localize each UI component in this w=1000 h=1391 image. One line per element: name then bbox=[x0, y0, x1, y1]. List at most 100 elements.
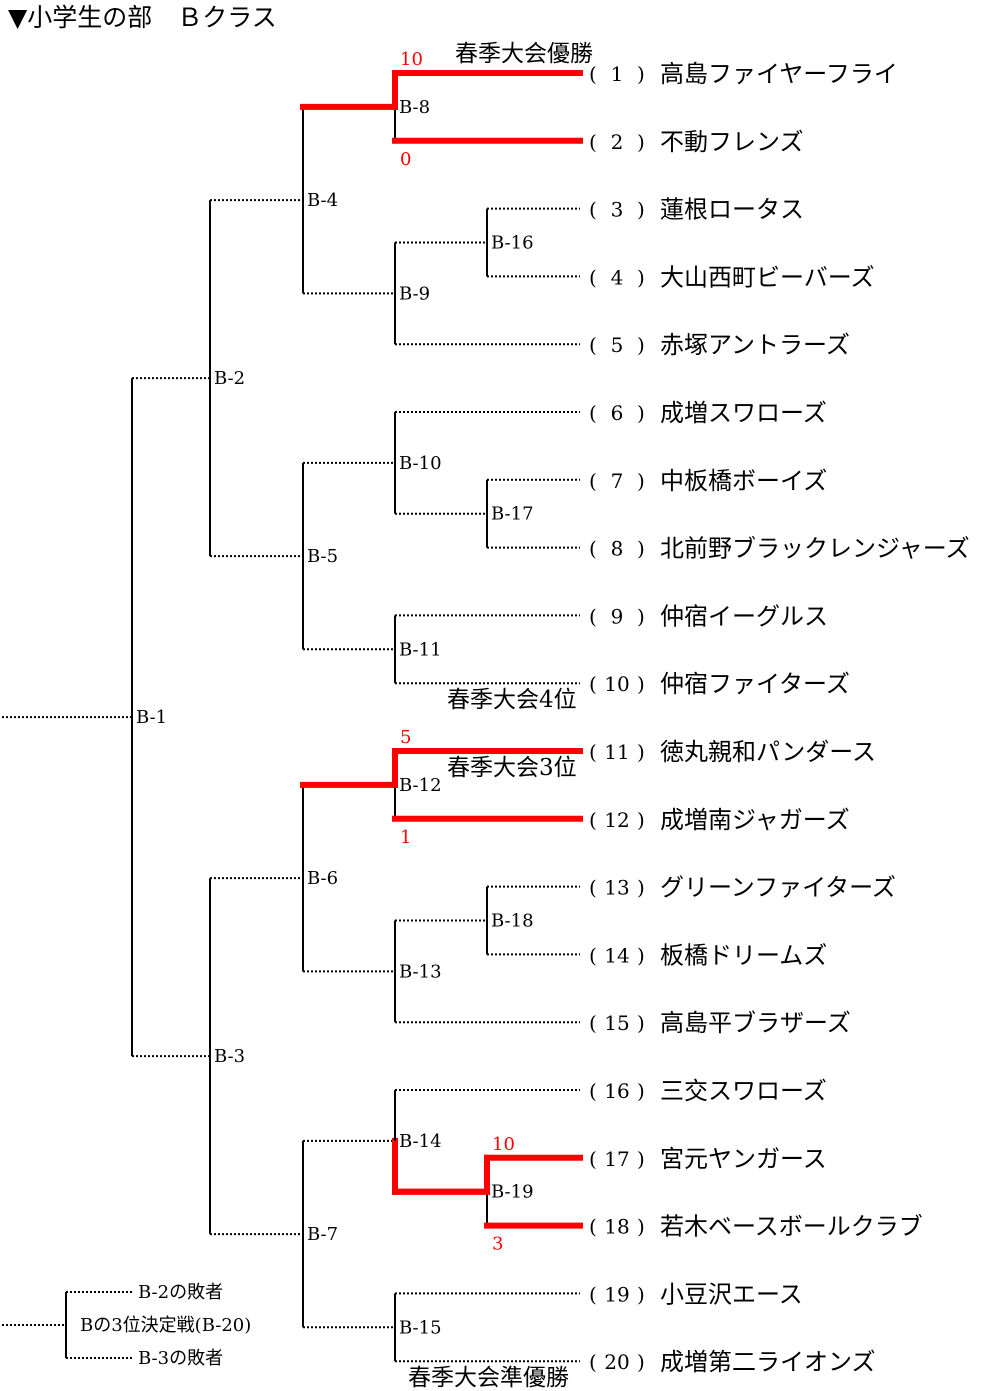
match-label: B-4 bbox=[307, 190, 338, 211]
seed-paren: ( bbox=[589, 1282, 597, 1306]
match-label: B-1 bbox=[136, 707, 167, 728]
seed-paren: ( bbox=[589, 1011, 597, 1035]
score-winner: 10 bbox=[492, 1134, 515, 1155]
seed-paren: ) bbox=[637, 876, 645, 900]
seed-paren: ) bbox=[637, 604, 645, 628]
team-seed: 11 bbox=[604, 740, 629, 764]
team-name: 仲宿イーグルス bbox=[660, 602, 828, 630]
seed-paren: ) bbox=[637, 740, 645, 764]
team-seed: 5 bbox=[611, 333, 624, 357]
match-label: B-14 bbox=[399, 1131, 442, 1152]
team-seed: 2 bbox=[611, 130, 624, 154]
team-seed: 9 bbox=[611, 604, 624, 628]
team-name: 若木ベースボールクラブ bbox=[660, 1213, 923, 1241]
team-seed: 3 bbox=[611, 198, 624, 222]
bracket-title: ▼小学生の部 Ｂクラス bbox=[8, 3, 277, 32]
seed-paren: ( bbox=[589, 130, 597, 154]
match-label: B-9 bbox=[399, 283, 430, 304]
team-seed: 20 bbox=[604, 1350, 629, 1374]
match-label: B-6 bbox=[307, 868, 338, 889]
match-label: B-16 bbox=[491, 233, 534, 254]
seed-paren: ( bbox=[589, 943, 597, 967]
match-label: B-7 bbox=[307, 1224, 338, 1245]
award-label: 春季大会3位 bbox=[447, 755, 577, 781]
team-seed: 17 bbox=[604, 1147, 629, 1171]
seed-paren: ) bbox=[637, 1147, 645, 1171]
team-name: 小豆沢エース bbox=[660, 1280, 803, 1308]
match-label: B-18 bbox=[491, 911, 534, 932]
seed-paren: ) bbox=[637, 62, 645, 86]
team-seed: 4 bbox=[611, 265, 624, 289]
team-seed: 15 bbox=[604, 1011, 629, 1035]
team-name: 北前野ブラックレンジャーズ bbox=[660, 535, 970, 563]
team-seed: 1 bbox=[611, 62, 624, 86]
seed-paren: ) bbox=[637, 401, 645, 425]
seed-paren: ( bbox=[589, 876, 597, 900]
seed-paren: ) bbox=[637, 1350, 645, 1374]
match-label: B-19 bbox=[491, 1182, 534, 1203]
match-label: B-12 bbox=[399, 775, 442, 796]
score-winner: 10 bbox=[400, 49, 423, 70]
award-label: 春季大会優勝 bbox=[455, 41, 593, 67]
seed-paren: ( bbox=[589, 1350, 597, 1374]
team-name: 高島平ブラザーズ bbox=[660, 1009, 851, 1037]
match-label: B-10 bbox=[399, 453, 442, 474]
match-label: B-2 bbox=[214, 368, 245, 389]
seed-paren: ( bbox=[589, 265, 597, 289]
seed-paren: ( bbox=[589, 1147, 597, 1171]
seed-paren: ( bbox=[589, 604, 597, 628]
team-seed: 6 bbox=[611, 401, 624, 425]
bracket-lines bbox=[2, 70, 583, 1363]
team-seed: 18 bbox=[604, 1215, 629, 1239]
seed-paren: ) bbox=[637, 1011, 645, 1035]
team-name: 仲宿ファイターズ bbox=[660, 670, 850, 698]
seed-paren: ( bbox=[589, 198, 597, 222]
team-seed: 14 bbox=[604, 943, 629, 967]
match-label: B-11 bbox=[399, 639, 442, 660]
match-label: B-17 bbox=[491, 504, 534, 525]
score-loser: 1 bbox=[400, 827, 411, 848]
bronze-top-label: B-2の敗者 bbox=[138, 1282, 223, 1303]
score-loser: 3 bbox=[492, 1234, 503, 1255]
team-name: 高島ファイヤーフライ bbox=[660, 60, 898, 88]
seed-paren: ) bbox=[637, 943, 645, 967]
team-seed: 8 bbox=[611, 537, 624, 561]
match-label: B-3 bbox=[214, 1046, 245, 1067]
score-loser: 0 bbox=[400, 149, 411, 170]
award-label: 春季大会4位 bbox=[447, 687, 577, 713]
team-seed: 10 bbox=[604, 672, 629, 696]
seed-paren: ( bbox=[589, 808, 597, 832]
team-name: 成増スワローズ bbox=[660, 399, 827, 427]
seed-paren: ) bbox=[637, 1282, 645, 1306]
seed-paren: ) bbox=[637, 1215, 645, 1239]
seed-paren: ( bbox=[589, 672, 597, 696]
seed-paren: ( bbox=[589, 469, 597, 493]
team-name: 三交スワローズ bbox=[660, 1077, 827, 1105]
seed-paren: ) bbox=[637, 469, 645, 493]
team-name: 成増南ジャガーズ bbox=[660, 806, 850, 834]
team-name: グリーンファイターズ bbox=[660, 874, 896, 902]
bracket-labels: B-1B-2B-3B-4B-5B-6B-7B-8100B-9B-10B-11B-… bbox=[80, 41, 970, 1391]
team-name: 宮元ヤンガース bbox=[660, 1145, 827, 1173]
team-seed: 19 bbox=[604, 1282, 629, 1306]
team-name: 成増第二ライオンズ bbox=[660, 1348, 876, 1376]
award-label: 春季大会準優勝 bbox=[408, 1365, 569, 1391]
team-name: 中板橋ボーイズ bbox=[660, 467, 827, 495]
seed-paren: ) bbox=[637, 672, 645, 696]
seed-paren: ) bbox=[637, 808, 645, 832]
team-name: 徳丸親和パンダース bbox=[660, 738, 876, 766]
seed-paren: ) bbox=[637, 198, 645, 222]
seed-paren: ( bbox=[589, 62, 597, 86]
match-label: B-5 bbox=[307, 546, 338, 567]
seed-paren: ( bbox=[589, 401, 597, 425]
match-label: B-13 bbox=[399, 961, 442, 982]
seed-paren: ( bbox=[589, 1215, 597, 1239]
seed-paren: ( bbox=[589, 537, 597, 561]
seed-paren: ( bbox=[589, 333, 597, 357]
bronze-bottom-label: B-3の敗者 bbox=[138, 1348, 223, 1369]
match-label: B-15 bbox=[399, 1317, 442, 1338]
seed-paren: ) bbox=[637, 333, 645, 357]
team-name: 板橋ドリームズ bbox=[660, 941, 827, 969]
team-name: 赤塚アントラーズ bbox=[660, 331, 850, 359]
